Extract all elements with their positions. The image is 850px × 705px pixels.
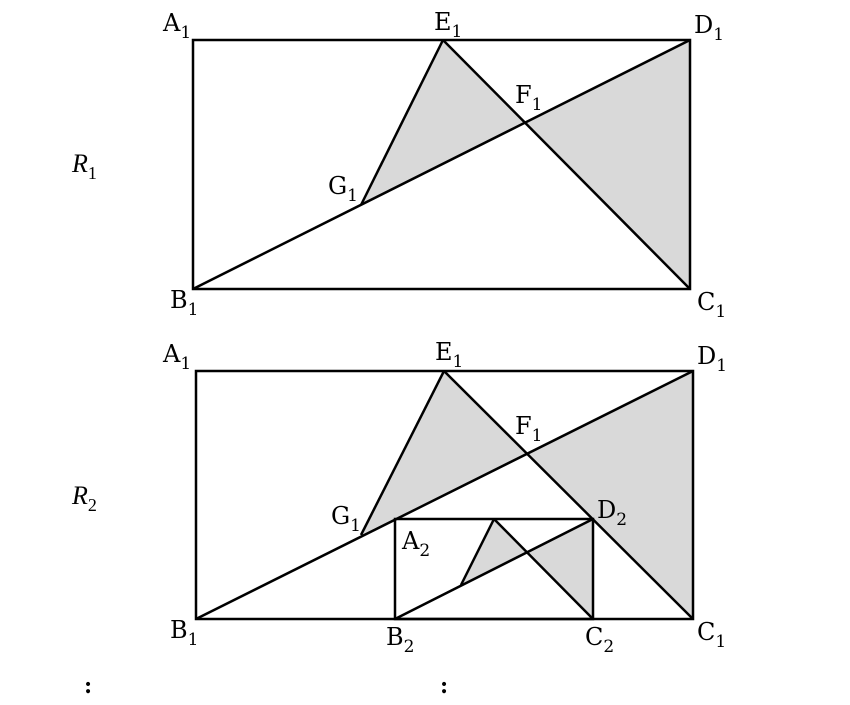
r2-label-g1: G1 [331,502,361,536]
r2-label-b2: B2 [386,623,414,657]
r2-label-a2: A2 [401,527,430,561]
figure-r2: R2 A1 E1 D1 F1 G1 B1 C1 A2 D2 B2 [71,338,727,657]
r2-label-e1: E1 [435,338,463,372]
r1-label-g1: G1 [328,172,358,206]
r1-diagonal-b1-d1 [192,38,691,291]
r2-label-f1: F1 [515,412,542,446]
r1-label-a1: A1 [162,9,191,43]
r2-inner-shaded-triangle-left [461,519,527,585]
r2-segment-e1-g1 [359,370,446,536]
r1-label-b1: B1 [170,286,198,320]
r1-segment-e1-c1 [442,39,691,290]
r1-label-c1: C1 [697,288,726,322]
r1-shaded-triangle-right [525,40,690,289]
r1-rectangle [191,38,692,291]
r1-label-d1: D1 [694,11,724,45]
r1-label-e1: E1 [434,8,462,42]
r2-shaded-triangle-right [527,371,693,619]
r2-inner-diagonal-b2-d2 [394,517,594,621]
r2-label-a1: A1 [162,340,191,374]
r2-inner-segment-e-c2 [493,518,594,620]
continuation-dots-right: : [440,673,448,699]
r2-inner-shaded-triangle-right [527,519,593,619]
r2-label-b1: B1 [170,616,198,650]
r2-label-c1: C1 [697,618,726,652]
r1-shaded-triangle-left [361,40,525,205]
r2-segment-e1-c1 [443,370,694,620]
r2-label-d2: D2 [597,496,627,530]
r1-label-f1: F1 [515,81,542,115]
r2-diagonal-b1-d1 [195,369,694,621]
continuation-dots-left: : [84,673,92,699]
r1-stage-label: R1 [71,149,97,183]
r2-shaded-triangle-left [361,371,527,535]
r2-label-c2: C2 [585,623,614,657]
r2-stage-label: R2 [71,481,97,515]
r2-label-d1: D1 [697,342,727,376]
figure-r1: R1 A1 E1 D1 F1 G1 B1 C1 [71,8,726,322]
r1-segment-e1-g1 [359,39,445,206]
r2-inner-segment-e-g [459,518,496,586]
